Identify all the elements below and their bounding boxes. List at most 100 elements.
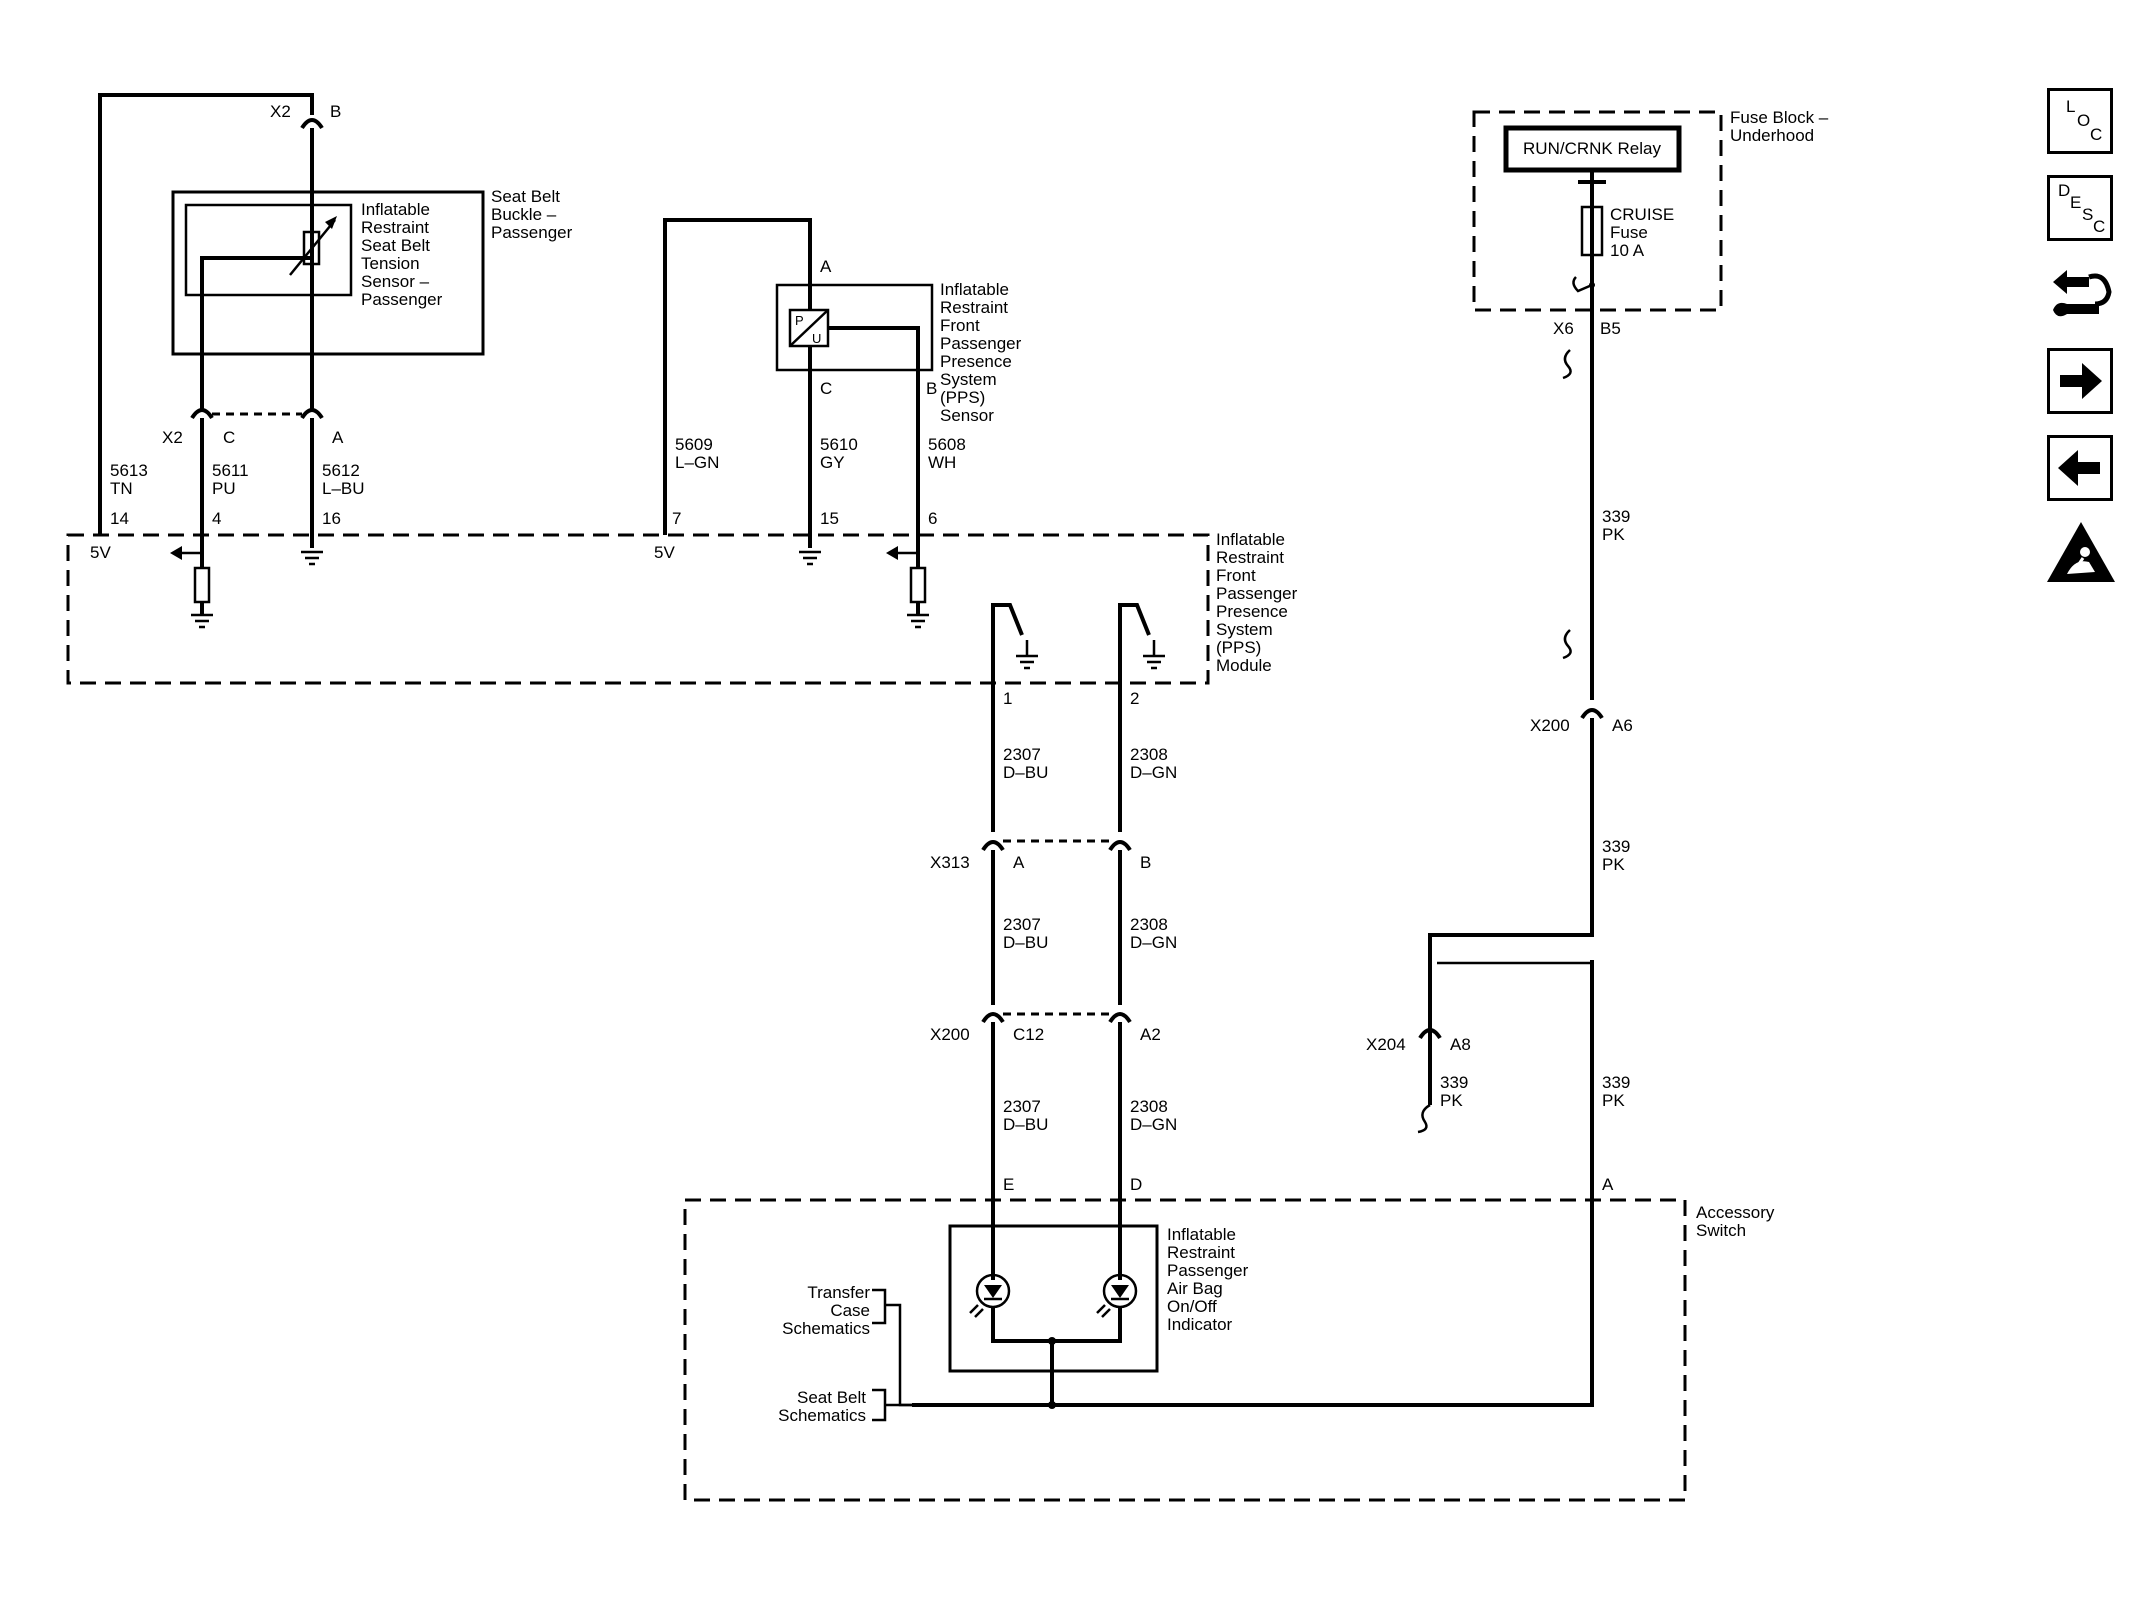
svg-text:Restraint: Restraint [361,218,429,237]
wire-label-2308-b: 2308 D–GN [1130,915,1177,952]
svg-text:System: System [1216,620,1273,639]
wire-label-5612: 5612 L–BU [322,461,365,498]
svg-text:Seat Belt: Seat Belt [797,1388,866,1407]
label-b5: B5 [1600,319,1621,338]
wire-label-5610: 5610 GY [820,435,858,472]
pps-module-box [66,533,1210,685]
component-wrench-icon[interactable] [2045,262,2115,332]
pin-a-acc: A [1602,1175,1614,1194]
svg-text:5608: 5608 [928,435,966,454]
fuse-block-label: Fuse Block – Underhood [1730,108,1829,145]
pin-e: E [1003,1175,1014,1194]
label-x313-b: B [1140,853,1151,872]
led-icon [969,1273,1011,1318]
wire-label-339-d: 339 PK [1602,1073,1630,1110]
svg-text:339: 339 [1440,1073,1468,1092]
relay-label: RUN/CRNK Relay [1523,139,1661,158]
location-view-button[interactable]: L O C [2047,88,2113,154]
svg-text:TN: TN [110,479,133,498]
wire-5609 [663,218,812,535]
svg-text:Indicator: Indicator [1167,1315,1233,1334]
svg-text:2308: 2308 [1130,1097,1168,1116]
svg-text:Front: Front [940,316,980,335]
pin-1: 1 [1003,689,1012,708]
ground-icon [799,550,821,566]
wire-label-339-a: 339 PK [1602,507,1630,544]
svg-text:5613: 5613 [110,461,148,480]
svg-text:Transfer: Transfer [807,1283,870,1302]
tension-sensor-label: Inflatable Restraint Seat Belt Tension S… [361,200,443,309]
label-pin-b-top: B [330,102,341,121]
svg-text:Passenger: Passenger [1167,1261,1249,1280]
next-page-button[interactable] [2047,348,2113,414]
svg-text:Passenger: Passenger [491,223,573,242]
pps-module-label: Inflatable Restraint Front Passenger Pre… [1216,530,1298,675]
svg-text:Schematics: Schematics [782,1319,870,1338]
svg-text:Presence: Presence [1216,602,1288,621]
svg-text:PU: PU [212,479,236,498]
label-x200-a6: A6 [1612,716,1633,735]
svg-text:2308: 2308 [1130,745,1168,764]
svg-text:Module: Module [1216,656,1272,675]
svg-text:Restraint: Restraint [1216,548,1284,567]
wire-label-5613: 5613 TN [110,461,148,498]
svg-text:Passenger: Passenger [361,290,443,309]
svg-text:Restraint: Restraint [1167,1243,1235,1262]
ground-icon [1143,640,1165,670]
svg-text:D–GN: D–GN [1130,1115,1177,1134]
svg-text:5610: 5610 [820,435,858,454]
svg-text:L–GN: L–GN [675,453,719,472]
wire-label-339-c: 339 PK [1440,1073,1468,1110]
label-x200-right: X200 [1530,716,1570,735]
svg-text:L: L [2066,97,2075,116]
pin-d: D [1130,1175,1142,1194]
svg-text:U: U [812,331,821,346]
svg-text:Fuse Block –: Fuse Block – [1730,108,1829,127]
svg-text:(PPS): (PPS) [940,388,985,407]
pin-4: 4 [212,509,221,528]
indicator-wiring: 2307 D–BU 2308 D–GN X313 A B 2307 D–BU 2… [930,683,1177,1280]
ground-icon [907,613,929,629]
variable-resistor-icon [302,230,321,266]
svg-text:Accessory: Accessory [1696,1203,1775,1222]
svg-text:Fuse: Fuse [1610,223,1648,242]
svg-text:5609: 5609 [675,435,713,454]
svg-text:D–GN: D–GN [1130,763,1177,782]
label-pin-a: A [332,428,344,447]
connector-x2-b [300,118,324,130]
arrow-left-icon [2058,450,2100,486]
svg-text:On/Off: On/Off [1167,1297,1217,1316]
airbag-indicator-label: Inflatable Restraint Passenger Air Bag O… [1167,1225,1249,1334]
wire-label-339-b: 339 PK [1602,837,1630,874]
svg-text:D–BU: D–BU [1003,1115,1048,1134]
pps-sensor-section: A P U C B Inflatable Restraint Front Pas… [663,218,1022,548]
svg-text:Case: Case [830,1301,870,1320]
label-pps-pin-c: C [820,379,832,398]
pin-15: 15 [820,509,839,528]
svg-text:O: O [2077,111,2090,130]
cruise-fuse-label: CRUISE Fuse 10 A [1610,205,1674,260]
svg-text:Buckle –: Buckle – [491,205,557,224]
pps-sensor-label: Inflatable Restraint Front Passenger Pre… [940,280,1022,425]
svg-text:Passenger: Passenger [1216,584,1298,603]
svg-text:Sensor –: Sensor – [361,272,430,291]
airbag-warning-icon[interactable] [2045,518,2117,586]
svg-text:2307: 2307 [1003,915,1041,934]
transfer-case-schematics-link[interactable]: Transfer Case Schematics [782,1283,870,1338]
svg-text:2307: 2307 [1003,1097,1041,1116]
svg-text:5611: 5611 [212,461,249,480]
pin-14: 14 [110,509,129,528]
svg-text:Inflatable: Inflatable [940,280,1009,299]
previous-page-button[interactable] [2047,435,2113,501]
svg-text:2308: 2308 [1130,915,1168,934]
svg-text:D–GN: D–GN [1130,933,1177,952]
description-view-button[interactable]: D E S C [2047,175,2113,241]
label-x6: X6 [1553,319,1574,338]
pps-sensor-box [775,283,934,372]
fuse-block-section: Fuse Block – Underhood RUN/CRNK Relay CR… [1366,108,1829,1134]
svg-text:Schematics: Schematics [778,1406,866,1425]
label-pps-pin-b: B [926,379,937,398]
svg-text:L–BU: L–BU [322,479,365,498]
seat-belt-schematics-link[interactable]: Seat Belt Schematics [778,1388,866,1425]
